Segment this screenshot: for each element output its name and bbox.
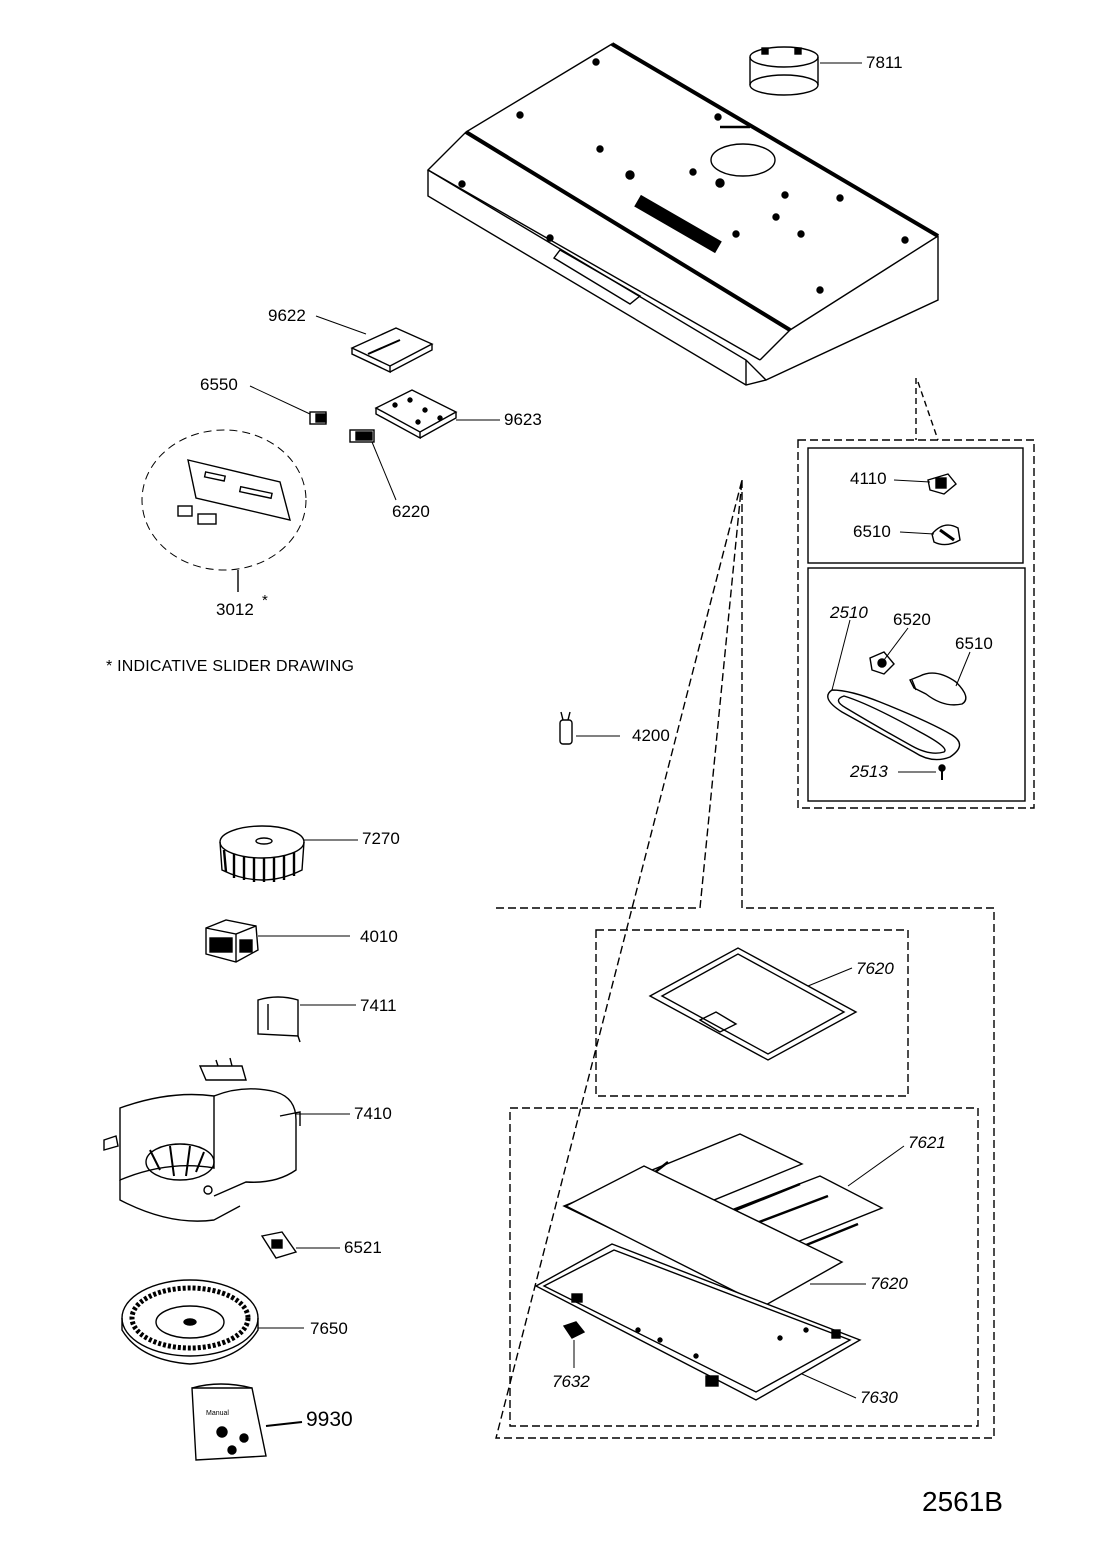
label-6220: 6220 xyxy=(392,502,430,521)
manual-bag-9930 xyxy=(191,1383,267,1461)
label-4110: 4110 xyxy=(850,469,887,488)
board-cover-9622 xyxy=(350,327,434,374)
label-7632: 7632 xyxy=(552,1372,590,1391)
label-9622: 9622 xyxy=(268,306,306,325)
label-2513: 2513 xyxy=(850,762,888,781)
label-6520: 6520 xyxy=(893,610,931,629)
label-9930: 9930 xyxy=(306,1408,353,1431)
filter-kit-box xyxy=(495,479,995,1439)
filter-frame-7630 xyxy=(534,1243,862,1401)
label-6550: 6550 xyxy=(200,375,238,394)
label-6510-upper: 6510 xyxy=(853,522,891,541)
label-7650: 7650 xyxy=(310,1319,348,1338)
lamp-holder-6521 xyxy=(260,1231,298,1259)
bag-text: Manual xyxy=(206,1410,229,1417)
label-7270: 7270 xyxy=(362,829,400,848)
label-7410: 7410 xyxy=(354,1104,392,1123)
lamp-ring-2510 xyxy=(827,689,961,761)
switch-6550 xyxy=(309,411,327,425)
lamp-kit-box xyxy=(797,378,1035,809)
filter-ring-7650 xyxy=(121,1279,259,1365)
grease-filter-7620-top xyxy=(648,947,858,1061)
label-2510: 2510 xyxy=(830,603,868,622)
slider-note: * INDICATIVE SLIDER DRAWING xyxy=(106,658,355,675)
part-6510-shape xyxy=(931,524,961,546)
label-7630: 7630 xyxy=(860,1388,898,1407)
label-3012-asterisk: * xyxy=(262,592,268,609)
leader-lines xyxy=(249,62,971,1427)
label-7811: 7811 xyxy=(866,53,903,72)
grease-filter-7620-bottom xyxy=(564,1165,844,1307)
screw-2513 xyxy=(938,764,946,780)
label-6510-lower: 6510 xyxy=(955,634,993,653)
label-9623: 9623 xyxy=(504,410,542,429)
bulb-6510 xyxy=(909,672,967,706)
capacitor-4200 xyxy=(559,711,573,745)
label-7621: 7621 xyxy=(908,1133,946,1152)
blower-housing-7410 xyxy=(103,1057,301,1222)
drawing-code: 2561B xyxy=(922,1486,1003,1517)
label-4200: 4200 xyxy=(632,726,670,745)
hood-body xyxy=(426,42,940,386)
label-6521: 6521 xyxy=(344,1238,382,1257)
lamp-holder-6520 xyxy=(869,651,895,675)
label-7411: 7411 xyxy=(360,996,397,1015)
label-3012: 3012 xyxy=(216,600,254,619)
control-board-9623 xyxy=(374,389,458,440)
part-4110-shape xyxy=(927,473,957,495)
impeller-7270 xyxy=(219,825,305,882)
label-4010: 4010 xyxy=(360,927,398,946)
slider-3012 xyxy=(141,429,307,592)
label-7620-top: 7620 xyxy=(856,959,894,978)
latch-7632 xyxy=(562,1321,586,1339)
duct-collar-7811 xyxy=(749,46,819,96)
bracket-7411 xyxy=(257,996,301,1043)
motor-4010 xyxy=(205,919,259,963)
label-7620-bottom: 7620 xyxy=(870,1274,908,1293)
switch-6220 xyxy=(349,429,375,443)
